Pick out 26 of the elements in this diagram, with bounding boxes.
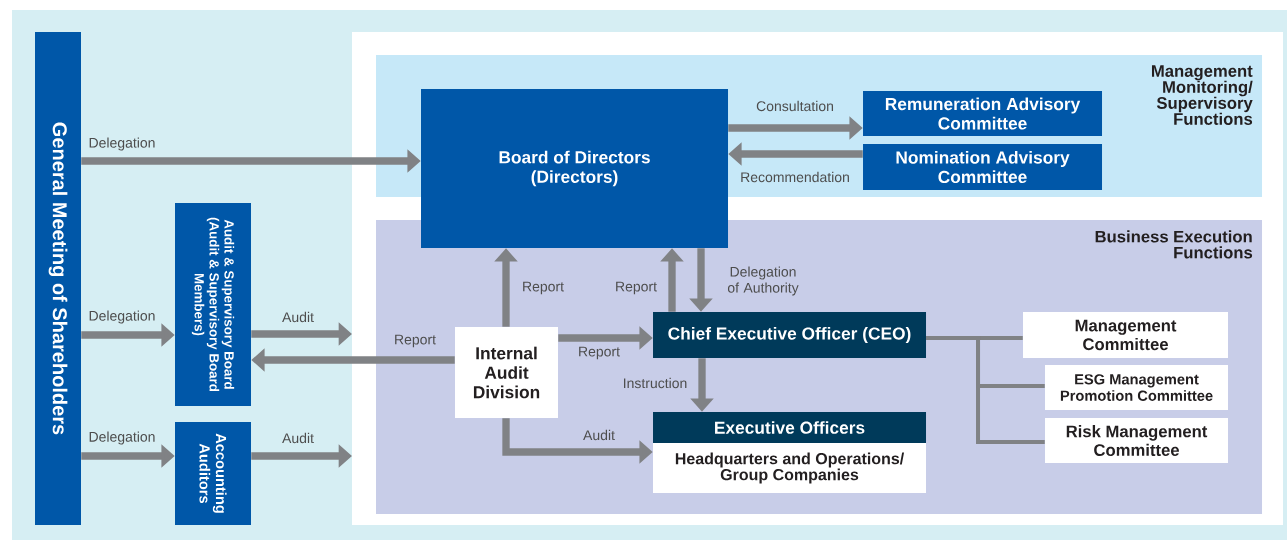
edge-label: Audit <box>583 429 615 441</box>
edge-label: Report <box>616 281 657 295</box>
process-box: Nomination Advisory Committee <box>863 144 1102 190</box>
vertical-box: Accounting Auditors <box>175 422 251 525</box>
edge-label: Recommendation <box>741 171 849 183</box>
edge-label: Delegation <box>89 310 155 324</box>
process-box: Executive Officers Headquarters and Operations/ Group Companies <box>653 412 926 493</box>
edge-label: Audit <box>282 432 314 444</box>
edge-label: Report <box>523 281 564 295</box>
edge-label: Delegation <box>89 137 155 151</box>
edge-label: Consultation <box>756 100 833 112</box>
process-box: Chief Executive Officer (CEO) <box>653 312 926 358</box>
edge-label: Audit <box>282 311 314 323</box>
edge-label: Delegation of Authority <box>727 266 799 296</box>
edge-label: Report <box>579 346 620 360</box>
vertical-box: Audit & Supervisory Board (Audit & Supervisory Board Members) <box>175 203 251 406</box>
vertical-box: General Meeting of Shareholders <box>35 32 81 525</box>
process-box: Risk Management Committee <box>1045 418 1228 463</box>
process-box: Board of Directors (Directors) <box>421 89 728 248</box>
process-box: Management Committee <box>1023 312 1228 358</box>
process-box: ESG Management Promotion Committee <box>1045 365 1228 410</box>
edge-label: Instruction <box>624 377 687 389</box>
edge-label: Report <box>395 334 436 348</box>
process-box: Internal Audit Division <box>455 327 558 418</box>
process-box: Remuneration Advisory Committee <box>863 91 1102 136</box>
edge-label: Delegation <box>89 431 155 445</box>
